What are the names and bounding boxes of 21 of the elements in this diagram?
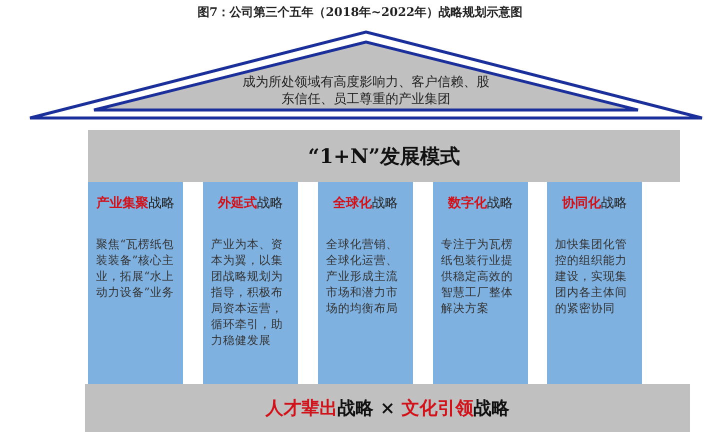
foundation-text: 人才辈出战略 × 文化引领战略	[266, 397, 510, 420]
strategy-heading: 协同化战略	[561, 195, 628, 212]
pillar-panel	[433, 182, 528, 384]
strategy-description: 专注于为瓦楞纸包装行业提供稳定高效的智慧工厂整体解决方案	[441, 236, 514, 316]
strategy-heading: 全球化战略	[332, 195, 399, 212]
strategy-description: 产业为本、资本为翼，以集团战略规划为指导，积极布局资本运营，循环牵引，助力稳健发展	[211, 236, 284, 348]
beam-panel	[88, 130, 680, 182]
strategy-description: 聚焦“瓦楞纸包装装备”核心主业，拓展“水上动力设备”业务	[96, 236, 175, 300]
model-heading: “1+N”发展模式	[308, 142, 460, 170]
pillar-panel	[88, 182, 183, 384]
pillar-panel	[547, 182, 642, 384]
strategy-description: 加快集团化管控的组织能力建设，实现集团内各主体间的紧密协同	[555, 236, 628, 316]
strategy-description: 全球化营销、全球化运营、产业形成主流市场和潜力市场的均衡布局	[326, 236, 399, 316]
vision-text: 成为所处领域有高度影响力、客户信赖、股东信任、员工尊重的产业集团	[242, 74, 490, 108]
pillar-panel	[318, 182, 413, 384]
strategy-heading: 产业集聚战略	[96, 194, 175, 212]
figure-title: 图7：公司第三个五年（2018年~2022年）战略规划示意图	[196, 4, 524, 21]
strategy-heading: 数字化战略	[446, 194, 514, 212]
pillar-panel	[203, 182, 298, 384]
base-panel	[85, 384, 690, 432]
strategy-heading: 外延式战略	[216, 195, 284, 212]
